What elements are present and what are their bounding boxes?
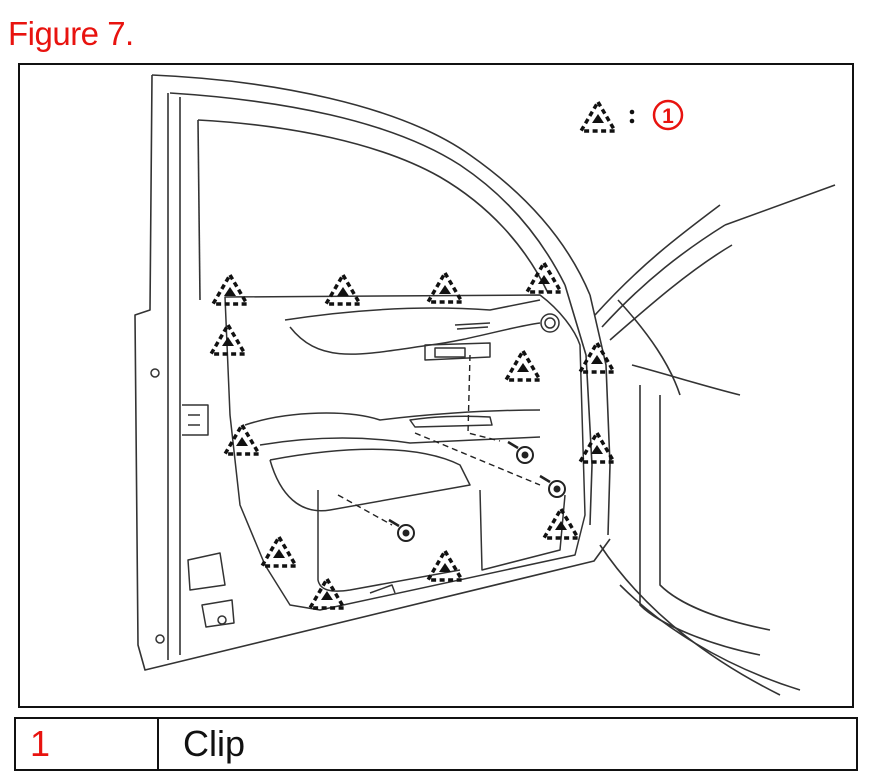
leader-lines [337,354,541,526]
door-outline [134,74,836,696]
part-number: 1 [16,719,159,769]
part-name: Clip [183,723,246,764]
dashed-triangle-clip-icon [579,100,617,133]
bolt-icons [387,440,567,543]
figure-title: Figure 7. [8,15,134,52]
illustration-frame: 1 [18,63,854,708]
legend-number: 1 [662,105,674,128]
parts-table: 1 Clip [14,717,858,771]
legend-key: 1 [579,99,684,133]
trim-panel [150,294,586,644]
circled-number-icon [652,99,684,131]
door-trim-diagram: 1 [134,74,836,696]
